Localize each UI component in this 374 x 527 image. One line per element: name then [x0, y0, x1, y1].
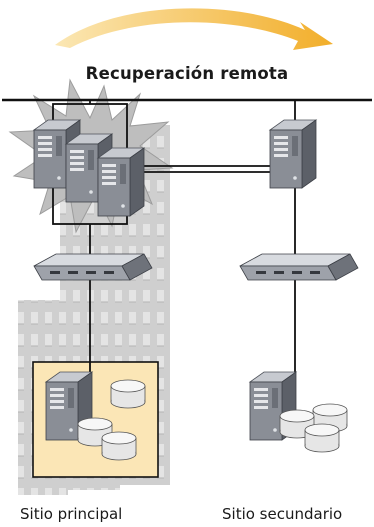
network-switch-icon [239, 253, 359, 281]
diagram-title: Recuperación remota [85, 64, 289, 83]
disk-storage-icon [101, 431, 137, 461]
network-switch-icon [33, 253, 153, 281]
primary-site-label: Sitio principal [20, 505, 123, 523]
server-tower-icon [97, 147, 145, 217]
curved-arrow-icon [55, 8, 333, 50]
disk-storage-icon [304, 423, 340, 453]
server-tower-icon [269, 119, 317, 189]
secondary-storage-group [249, 371, 348, 453]
disk-storage-icon [110, 379, 146, 409]
secondary-site-label: Sitio secundario [222, 505, 343, 523]
